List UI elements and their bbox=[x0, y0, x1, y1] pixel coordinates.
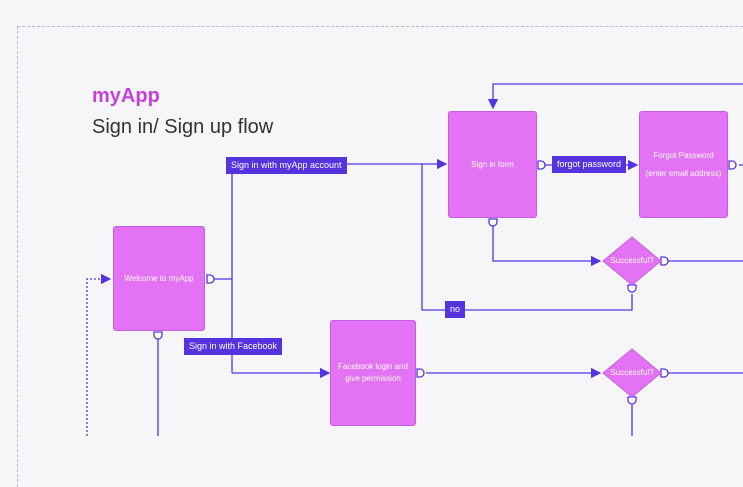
decision-successful-2 bbox=[602, 348, 662, 398]
decision-successful-1 bbox=[602, 236, 662, 286]
edge-label-forgot-password[interactable]: forgot password bbox=[552, 156, 627, 173]
edge-label-no[interactable]: no bbox=[445, 301, 465, 318]
node-facebook-login-label: Facebook login and give permission bbox=[338, 362, 408, 383]
port-welcome-right bbox=[206, 274, 215, 284]
node-forgot-password-title: Forgot Password bbox=[653, 150, 714, 160]
node-signin-form-label: Sign in form bbox=[471, 159, 514, 169]
node-facebook-login[interactable]: Facebook login and give permission bbox=[330, 320, 416, 426]
flow-subtitle: Sign in/ Sign up flow bbox=[92, 116, 274, 138]
app-title: myApp bbox=[92, 85, 160, 107]
port-signin-bottom bbox=[488, 218, 498, 227]
edge-to-successful-1 bbox=[492, 224, 602, 267]
flow-canvas: myApp Sign in/ Sign up flow Welcome to m… bbox=[17, 26, 743, 487]
port-forgot-right bbox=[728, 160, 737, 170]
entry-connector bbox=[86, 273, 112, 436]
port-success2-bottom bbox=[627, 396, 637, 405]
port-success2-right bbox=[660, 368, 669, 378]
node-forgot-password[interactable]: Forgot Password (enter email address) bbox=[639, 111, 728, 218]
node-welcome-label: Welcome to myApp bbox=[124, 273, 194, 283]
port-success1-right bbox=[660, 256, 669, 266]
port-facebook-right bbox=[416, 368, 425, 378]
decision-successful-2-label: Successful? bbox=[610, 368, 654, 377]
edge-label-signin-myapp[interactable]: Sign in with myApp account bbox=[226, 157, 347, 174]
decision-successful-1-label: Successful? bbox=[610, 256, 654, 265]
frame-border bbox=[17, 26, 743, 487]
node-forgot-password-hint: (enter email address) bbox=[645, 168, 722, 178]
node-welcome[interactable]: Welcome to myApp bbox=[113, 226, 205, 331]
port-welcome-bottom bbox=[153, 331, 163, 340]
node-signin-form[interactable]: Sign in form bbox=[448, 111, 537, 218]
return-loop bbox=[487, 83, 743, 110]
connectors bbox=[86, 83, 743, 436]
port-signin-right bbox=[537, 160, 546, 170]
edge-label-signin-facebook[interactable]: Sign in with Facebook bbox=[184, 338, 283, 355]
no-loop bbox=[421, 164, 633, 311]
port-success1-bottom bbox=[627, 284, 637, 293]
